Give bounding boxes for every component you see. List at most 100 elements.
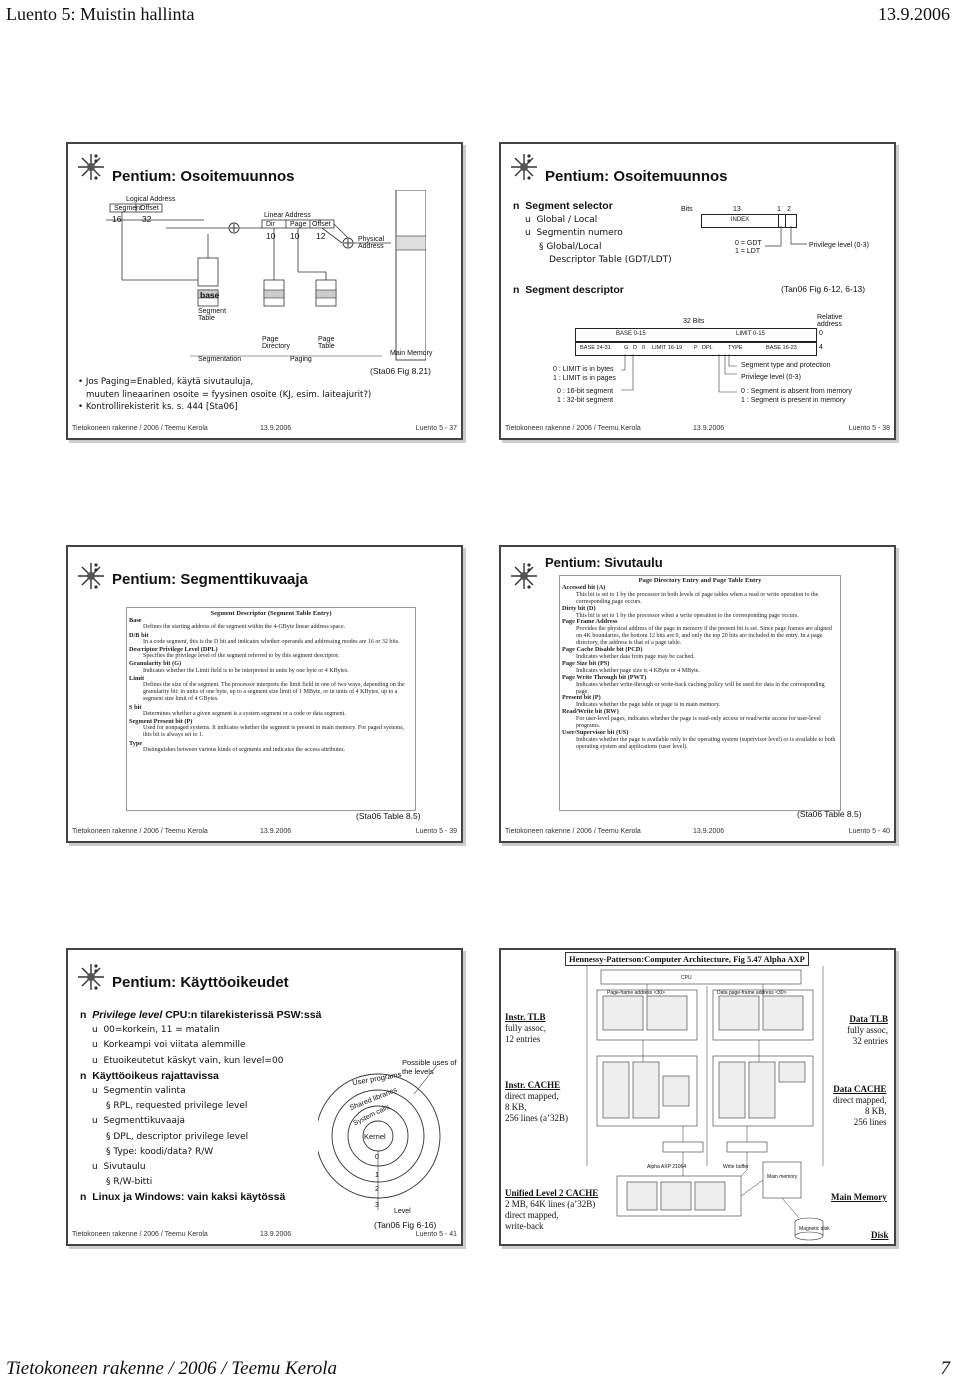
alpha-label: Alpha AXP 21064 [647,1164,686,1170]
dtlb-label: Data TLBfully assoc,32 entries [847,1014,888,1047]
bits32-label: 32 Bits [683,318,704,325]
level-1: 1 [375,1172,379,1179]
cpu-label: CPU [681,975,692,981]
selector-arrows [761,226,821,254]
offset-bits: 32 [142,214,151,224]
offset-bits-12: 12 [316,231,325,241]
figure-ref: (Tan06 Fig 6-12, 6-13) [781,284,865,294]
field-description: This bit is set to 1 by the processor in… [562,592,838,606]
bits-2: 2 [787,206,791,213]
selector-item-1: u Global / Local [513,214,672,228]
offset-0: 0 [819,330,823,337]
note-2: muuten lineaarinen osoite = fyysinen oso… [78,389,371,402]
field-name: Accessed bit (A) [562,585,838,592]
field-name: Limit [129,675,413,682]
slide-40: Pentium: Sivutaulu Page Directory Entry … [499,545,896,843]
field-name: Present bit (P) [562,695,838,702]
bullet-privilege-level: n Privilege level CPU:n tilarekisterissä… [80,1008,380,1023]
level-label: Level [394,1208,411,1215]
slide-title: Pentium: Osoitemuunnos [112,168,295,185]
bits-label: Bits [681,206,693,213]
slide-logo-icon [74,150,108,184]
main-memory-label: Main Memory [831,1192,887,1202]
selector-heading: n Segment selector [513,200,672,214]
segment-type-label: Segment type and protection [741,362,831,369]
slide-footer: Tietokoneen rakenne / 2006 / Teemu Kerol… [505,828,890,838]
field-name: Dirty bit (D) [562,606,838,613]
ldt-label: 1 = LDT [735,248,760,255]
slide-footer: Tietokoneen rakenne / 2006 / Teemu Kerol… [72,828,457,838]
field-description: Defines the size of the segment. The pro… [129,682,413,704]
page-field: Page [290,221,306,228]
data-page-frame-label: Data page-frame address <30> [717,990,787,996]
slide-37: Pentium: Osoitemuunnos [66,142,463,440]
privilege-level-desc: Privilege level (0-3) [741,374,801,381]
page-frame-label: Page-frame address <30> [607,990,665,996]
dir-bits: 10 [266,231,275,241]
slide-title: Pentium: Sivutaulu [545,555,663,570]
slide-title: Pentium: Segmenttikuvaaja [112,571,308,588]
field-description: Specifies the privilege level of the seg… [129,653,413,660]
page-header: Luento 5: Muistin hallinta 13.9.2006 [6,4,954,28]
lin-offset-field: Offset [312,221,331,228]
segment-descriptor-table: Segment Descriptor (Segment Table Entry)… [126,607,416,811]
header-title: Luento 5: Muistin hallinta [6,4,194,25]
page-directory-label: Page Directory [262,336,292,350]
relative-address-label: Relative address [817,314,847,328]
field-description: Provides the physical address of the pag… [562,626,838,647]
table-ref: (Sta06 Table 8.5) [797,809,862,819]
alpha-axp-memory-diagram: CPU Page-frame address <30> Data page-fr… [577,966,833,1242]
itlb-label: Instr. TLBfully assoc,12 entries [505,1012,546,1045]
field-description: Distinguishes between various kinds of s… [129,747,413,754]
slide-title: Pentium: Osoitemuunnos [545,168,728,185]
sub-item: u 00=korkein, 11 = matalin [80,1023,380,1038]
slide-41: Pentium: Käyttöoikeudet n Privilege leve… [66,948,463,1246]
limit-bytes: 0 : LIMIT is in bytes1 : LIMIT is in pag… [553,366,616,383]
offset-field: Offset [140,205,159,212]
field-name: S bit [129,704,413,711]
field-description: Used for nonpaged systems. It indicates … [129,725,413,739]
logical-address-label: Logical Address [126,196,175,203]
page-table-entry-table: Page Directory Entry and Page Table Entr… [559,575,841,811]
disk-label: Disk [871,1230,889,1240]
page-table-label: Page Table [318,336,344,350]
footer-course: Tietokoneen rakenne / 2006 / Teemu Kerol… [6,1358,337,1380]
field-description: Indicates whether the Limit field is to … [129,668,413,675]
field-name: User/Supervisor bit (US) [562,730,838,737]
disk-inner-label: Magnetic disk [799,1226,830,1232]
note-1: • Jos Paging=Enabled, käytä sivutauluja, [78,376,371,389]
slide-footer: Tietokoneen rakenne / 2006 / Teemu Kerol… [72,425,457,435]
segmentation-label: Segmentation [198,356,241,363]
possible-uses-label: Possible uses of the levels [402,1058,458,1076]
field-description: Defines the starting address of the segm… [129,624,413,631]
paging-label: Paging [290,356,312,363]
level-0: 0 [375,1154,379,1161]
field-name: Page Write Through bit (PWT) [562,675,838,682]
limit-0-15: LIMIT 0-15 [736,329,765,339]
physical-address-label: Physical Address [358,236,392,250]
page-bits: 10 [290,231,299,241]
field-description: Indicates whether the page is available … [562,737,838,751]
field-description: Determines whether a given segment is a … [129,711,413,718]
slide-38: Pentium: Osoitemuunnos n Segment selecto… [499,142,896,440]
slide-42: Hennessy-Patterson:Computer Architecture… [499,948,896,1246]
slide-footer: Tietokoneen rakenne / 2006 / Teemu Kerol… [72,1231,457,1241]
slide-logo-icon [74,559,108,593]
table-ref: (Sta06 Table 8.5) [356,811,421,821]
field-name: Page Cache Disable bit (PCD) [562,647,838,654]
figure-ref: (Sta06 Fig 8.21) [370,366,431,376]
field-name: D/B bit [129,632,413,639]
slide-notes: • Jos Paging=Enabled, käytä sivutauluja,… [78,376,371,414]
linear-address-label: Linear Address [264,212,311,219]
footer-page-number: 7 [941,1358,951,1380]
page-footer: Tietokoneen rakenne / 2006 / Teemu Kerol… [6,1356,954,1384]
gdt-label: 0 = GDT [735,240,762,247]
selector-item-2: u Segmentin numero [513,227,672,241]
bits-1: 1 [777,206,781,213]
slide-39: Pentium: Segmenttikuvaaja Segment Descri… [66,545,463,843]
slide-logo-icon [74,960,108,994]
segment-bits: 16 [112,214,121,224]
level-2: 2 [375,1186,379,1193]
